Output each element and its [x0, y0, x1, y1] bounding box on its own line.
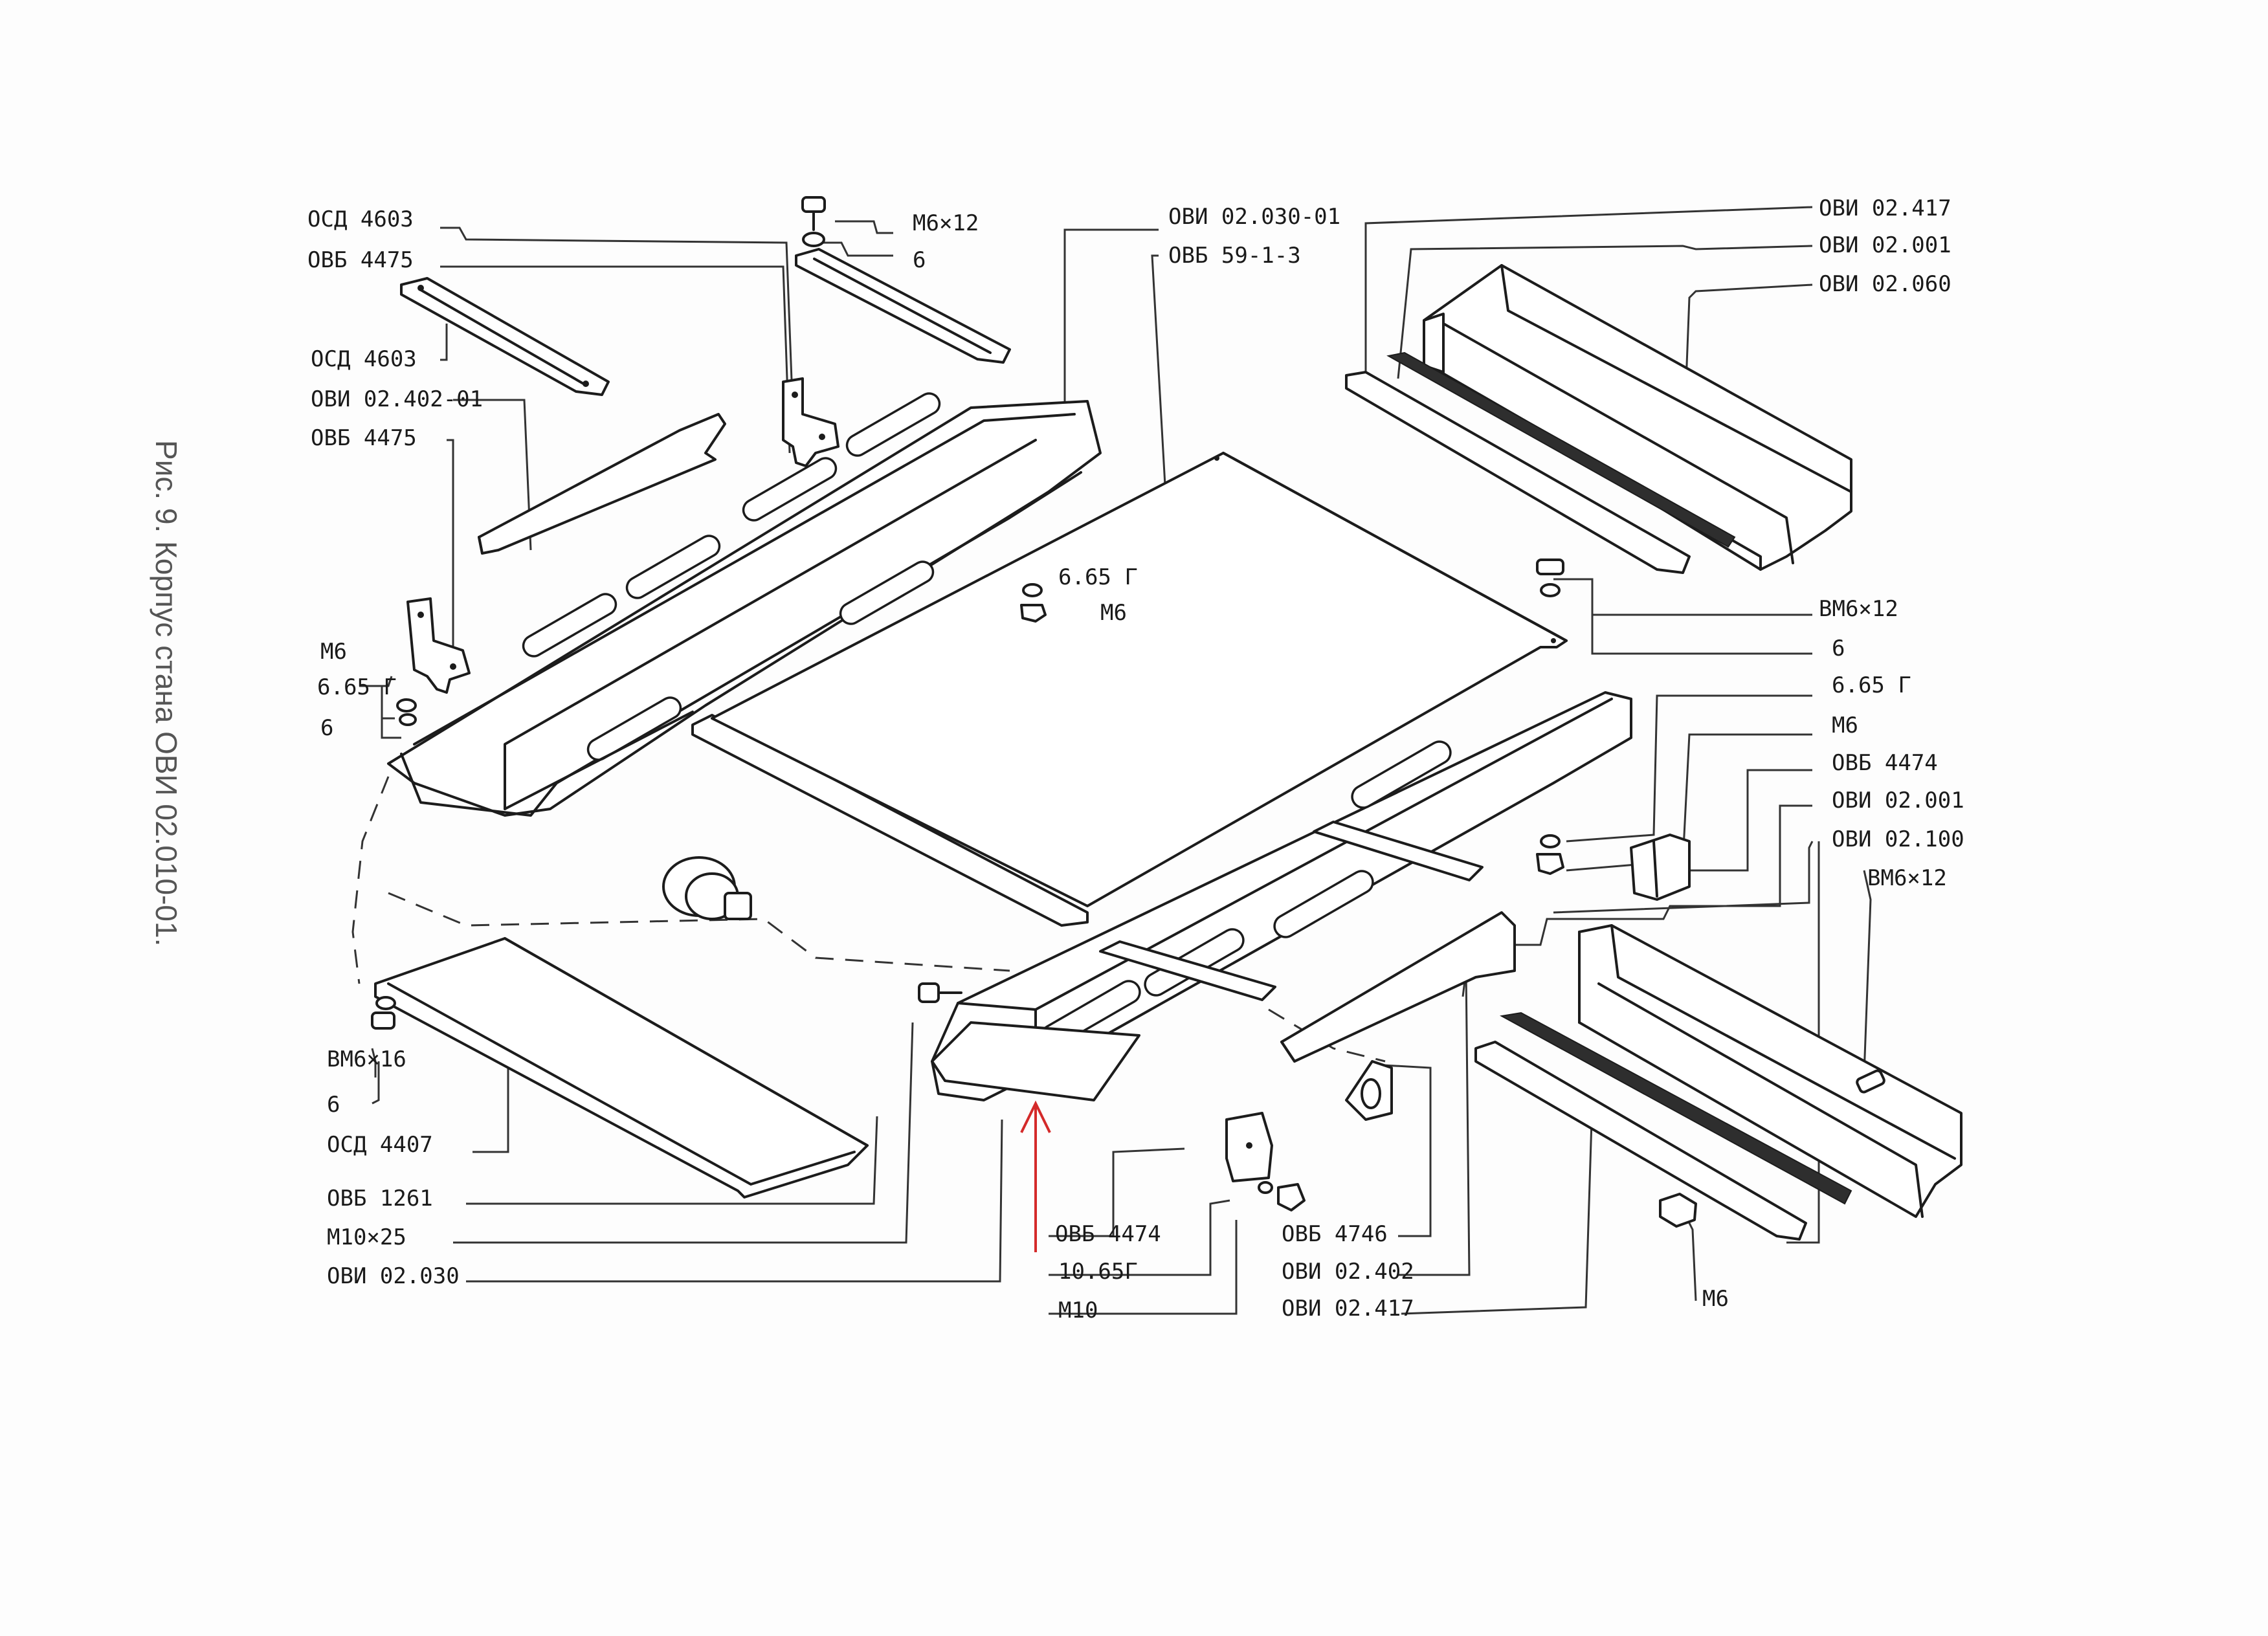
bolt-vm6x12-far — [1856, 1069, 1885, 1094]
label-ovi02001-right: ОВИ 02.001 — [1832, 788, 1964, 813]
nut-m6-bottom-right — [1659, 1193, 1697, 1228]
label-washer665-left: 6.65 Г — [317, 674, 397, 700]
part-angle-top-right — [1345, 371, 1691, 574]
label-osd4603-a: ОСД 4603 — [307, 206, 414, 232]
part-side-rail-left — [387, 392, 1102, 817]
part-bracket-4746 — [1345, 1060, 1393, 1121]
label-osd4603-b: ОСД 4603 — [311, 346, 417, 372]
label-m10x25: М10×25 — [327, 1224, 406, 1250]
part-bracket-right — [1630, 834, 1691, 901]
label-six-left: 6 — [320, 715, 334, 741]
part-rubber-lower-right — [1499, 1011, 1852, 1205]
bolt-vm6x16 — [371, 996, 396, 1030]
hardware-center — [1020, 583, 1047, 623]
label-washer1065: 10.65Г — [1058, 1259, 1138, 1285]
label-ovb59-1-3: ОВБ 59-1-3 — [1168, 243, 1301, 269]
label-ovi02001-top: ОВИ 02.001 — [1819, 232, 1951, 258]
label-six-top: 6 — [913, 247, 926, 273]
label-six-lower-left: 6 — [327, 1092, 340, 1118]
part-bracket-lower-4474 — [1225, 1112, 1273, 1182]
red-annotation-arrow — [1020, 1100, 1051, 1252]
label-vm6x16: ВМ6×16 — [327, 1046, 406, 1072]
part-back-bar — [691, 714, 1089, 927]
part-angle-lower-right — [1474, 1041, 1807, 1241]
part-trough-lower-right — [1578, 924, 1962, 1218]
part-wedge-left — [478, 413, 726, 555]
label-ovb4475-b: ОВБ 4475 — [311, 425, 417, 451]
part-rubber-top-right — [1386, 351, 1736, 548]
bolt-vm6x12-right — [1536, 558, 1564, 597]
hardware-right — [1536, 834, 1564, 875]
label-ovb1261: ОВБ 1261 — [327, 1186, 433, 1211]
label-washer665-center: 6.65 Г — [1058, 564, 1138, 590]
label-ovb4475-a: ОВБ 4475 — [307, 247, 414, 273]
label-ovi02030: ОВИ 02.030 — [327, 1263, 460, 1289]
part-roller-hub — [662, 856, 752, 920]
part-bracket-small — [782, 377, 839, 467]
hardware-m10 — [1258, 1181, 1306, 1211]
hardware-left — [396, 698, 417, 726]
label-m6-right: М6 — [1832, 713, 1858, 738]
label-ovi02100: ОВИ 02.100 — [1832, 826, 1964, 852]
bolt-m6x12-top — [801, 196, 826, 247]
part-strip-top-center — [795, 248, 1011, 364]
label-osd4407: ОСД 4407 — [327, 1132, 433, 1158]
label-six-right: 6 — [1832, 636, 1845, 661]
part-wedge-lower — [1280, 911, 1516, 1063]
assembly-dashed-lines — [351, 776, 1386, 1063]
label-ovi02402-01: ОВИ 02.402-01 — [311, 386, 484, 412]
part-cross-bars — [1099, 821, 1484, 1001]
part-floor-plate — [711, 452, 1568, 907]
part-front-plate — [931, 1021, 1140, 1101]
part-strip-top-left — [400, 277, 610, 396]
label-vm6x12-right: ВМ6×12 — [1819, 596, 1898, 622]
label-ovi02030-01: ОВИ 02.030-01 — [1168, 204, 1341, 230]
label-ovb4474-bottom: ОВБ 4474 — [1055, 1221, 1161, 1247]
part-trough-top-right — [1423, 264, 1852, 571]
part-side-rail-right — [931, 691, 1632, 1101]
label-ovi02402: ОВИ 02.402 — [1282, 1259, 1414, 1285]
part-bracket-left — [406, 597, 471, 694]
label-m10: М10 — [1058, 1298, 1098, 1323]
label-vm6x12-far: ВМ6×12 — [1867, 865, 1947, 891]
label-m6-center: М6 — [1100, 600, 1127, 626]
label-m6-bottom-right: М6 — [1702, 1286, 1729, 1312]
label-m6x12-top: М6×12 — [913, 210, 979, 236]
label-ovi02417-bottom: ОВИ 02.417 — [1282, 1296, 1414, 1321]
label-m6-left: М6 — [320, 639, 347, 665]
label-ovb4474-right: ОВБ 4474 — [1832, 750, 1938, 776]
bolt-m10x25 — [918, 982, 962, 1003]
label-ovi02060: ОВИ 02.060 — [1819, 271, 1951, 297]
label-ovb4746: ОВБ 4746 — [1282, 1221, 1388, 1247]
part-tray-lower-left — [374, 937, 869, 1199]
figure-caption: Рис. 9. Корпус стана ОВИ 02.010-01. — [150, 440, 183, 947]
label-ovi02417-top: ОВИ 02.417 — [1819, 195, 1951, 221]
label-washer665-right: 6.65 Г — [1832, 672, 1911, 698]
